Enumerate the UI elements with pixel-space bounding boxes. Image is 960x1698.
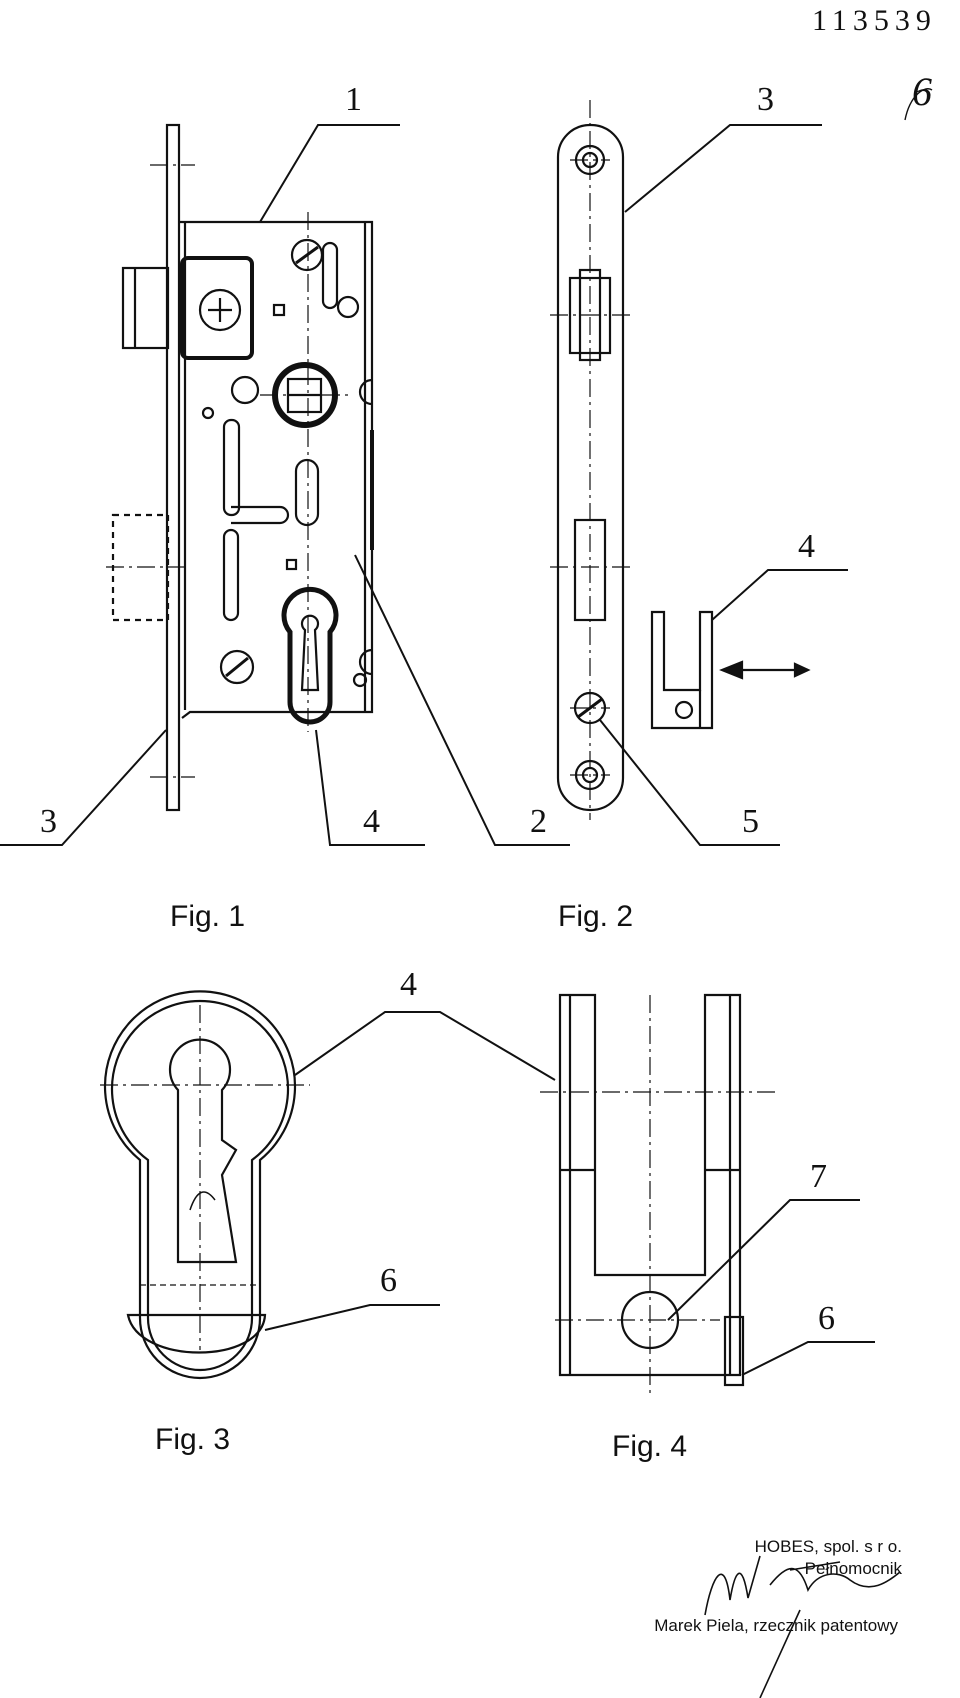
- fig2-center-lines: [550, 100, 635, 820]
- fig1-label-3: 3: [40, 803, 57, 840]
- handwritten-signature: [704, 1555, 901, 1698]
- fig3-center-lines: [100, 1005, 310, 1350]
- fig1-leader-lines: [0, 124, 570, 846]
- fig1-label-1: 1: [345, 81, 362, 118]
- fig1-center-lines: [106, 164, 352, 778]
- fig3-caption: Fig. 3: [155, 1423, 231, 1456]
- fig2-caption: Fig. 2: [558, 900, 634, 933]
- fig4-insert-drawing: [558, 993, 745, 1387]
- fig3-leader-lines: [264, 1011, 556, 1331]
- fig1-label-4: 4: [363, 803, 380, 840]
- fig2-label-3: 3: [757, 81, 774, 118]
- fig3-label-6: 6: [380, 1262, 397, 1299]
- fig4-leader-lines: [667, 1199, 875, 1376]
- fig4-label-7: 7: [810, 1158, 827, 1195]
- signatory-name: Marek Piela, rzecznik patentowy: [654, 1616, 898, 1635]
- fig4-caption: Fig. 4: [612, 1430, 688, 1463]
- fig4-center-lines: [540, 995, 780, 1395]
- signatory-role: Pełnomocnik: [804, 1559, 902, 1578]
- fig3-label-4: 4: [400, 966, 417, 1003]
- fig2-label-4: 4: [798, 528, 815, 565]
- document-number: 113539: [812, 4, 937, 37]
- company-name: HOBES, spol. s r o.: [754, 1537, 902, 1556]
- page-mark: 6: [912, 69, 932, 114]
- fig4-label-6: 6: [818, 1300, 835, 1337]
- fig1-caption: Fig. 1: [170, 900, 246, 933]
- page-mark-stroke: [904, 88, 933, 121]
- fig2-leader-lines: [599, 124, 848, 846]
- fig2-faceplate-drawing: [556, 123, 811, 812]
- fig2-label-5: 5: [742, 803, 759, 840]
- fig1-label-2: 2: [530, 803, 547, 840]
- fig1-lock-drawing: [111, 123, 374, 812]
